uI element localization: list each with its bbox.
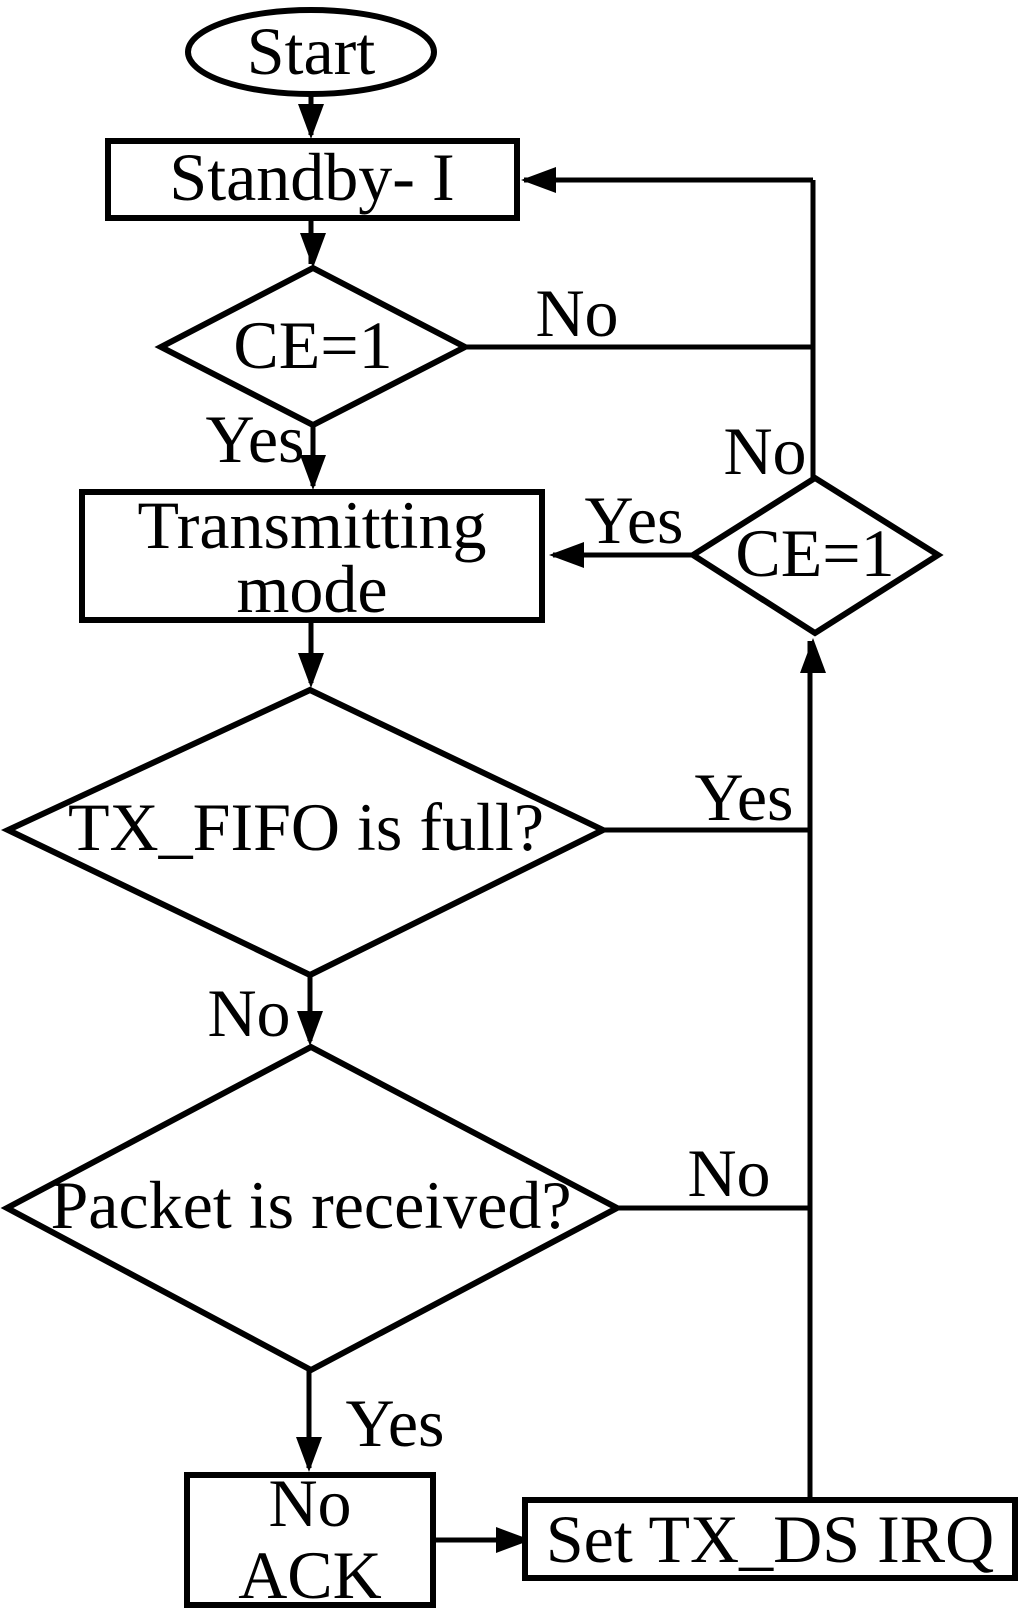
start-label: Start [247, 13, 376, 89]
packet-diamond [0, 1043, 624, 1374]
standby-label: Standby- I [169, 139, 454, 215]
label-packet-no: No [687, 1135, 770, 1211]
arrow-into-ce-main-icon [300, 233, 326, 268]
label-packet-yes: Yes [346, 1385, 445, 1461]
standby-box [105, 138, 520, 221]
node-labels: Start Standby- I CE=1 Transmitting mode … [50, 13, 994, 1613]
arrow-into-txds-icon [496, 1527, 531, 1553]
label-txfifo-yes: Yes [695, 759, 794, 835]
edge-labels: No Yes No Yes Yes No No Yes [206, 275, 807, 1461]
arrow-into-transmitting-top-icon [300, 455, 326, 490]
ce-retry-diamond [687, 474, 944, 637]
label-ce-retry-no: No [723, 413, 806, 489]
txds-label: Set TX_DS IRQ [546, 1501, 994, 1577]
noack-box [184, 1472, 436, 1608]
ce-main-diamond [154, 264, 472, 429]
start-ellipse [185, 7, 437, 97]
arrow-into-transmitting-right-icon [549, 542, 584, 568]
label-txfifo-no: No [207, 975, 290, 1051]
arrow-into-txfifo-icon [298, 653, 324, 688]
transmitting-box [79, 489, 545, 623]
label-ce-retry-yes: Yes [585, 482, 684, 558]
transmitting-label-line1: Transmitting [138, 487, 487, 563]
noack-label-line2: ACK [238, 1537, 382, 1613]
transmitting-label-line2: mode [236, 551, 387, 627]
label-ce-main-yes: Yes [206, 401, 305, 477]
txfifo-diamond [0, 686, 610, 979]
noack-label-line1: No [268, 1465, 351, 1541]
arrow-into-standby-top-icon [298, 104, 324, 139]
arrow-into-standby-right-icon [521, 167, 556, 193]
node-shapes [0, 7, 1018, 1608]
arrow-into-packet-icon [297, 1011, 323, 1046]
ce-main-label: CE=1 [233, 307, 392, 383]
ce-retry-label: CE=1 [735, 515, 894, 591]
txfifo-label: TX_FIFO is full? [68, 789, 544, 865]
arrow-into-noack-icon [296, 1437, 322, 1472]
packet-label: Packet is received? [50, 1167, 571, 1243]
arrowheads [296, 104, 826, 1553]
label-ce-main-no: No [535, 275, 618, 351]
arrow-into-ce-retry-bottom-icon [800, 638, 826, 673]
txds-box [522, 1497, 1018, 1581]
